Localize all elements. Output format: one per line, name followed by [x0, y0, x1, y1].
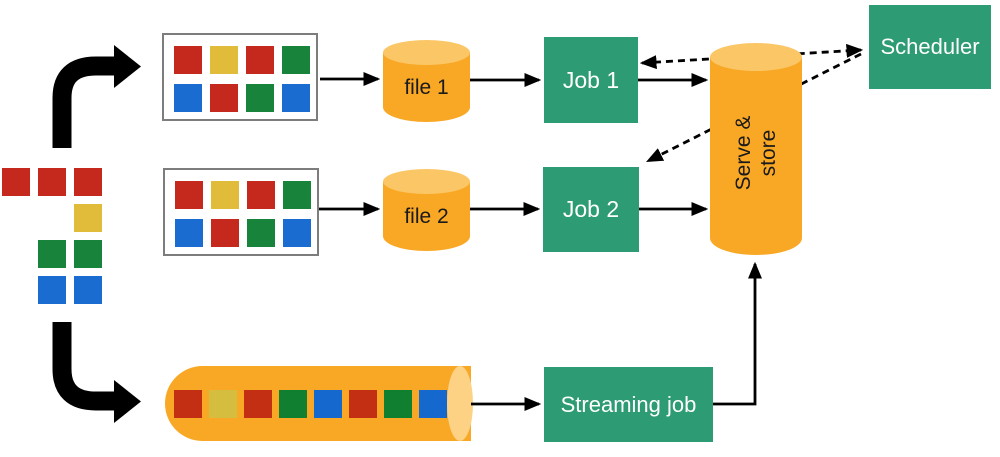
pipe-end-ellipse	[447, 366, 473, 441]
flow-arrow-bottom	[52, 322, 141, 423]
green-square	[282, 46, 310, 74]
blue-square	[74, 276, 102, 304]
job2-box: Job 2	[543, 167, 639, 252]
blue-square	[38, 276, 66, 304]
red-square	[74, 168, 102, 196]
dashed-arrow-scheduler-job2	[645, 52, 862, 163]
streaming-job-box: Streaming job	[544, 367, 713, 442]
green-square	[38, 240, 66, 268]
yellow-square	[211, 181, 239, 209]
file2-cylinder: file 2	[383, 169, 470, 251]
red-square	[349, 390, 377, 418]
blue-square	[174, 84, 202, 112]
green-square	[247, 219, 275, 247]
green-square	[384, 390, 412, 418]
green-square	[283, 181, 311, 209]
red-square	[244, 390, 272, 418]
red-square	[174, 46, 202, 74]
blue-square	[283, 219, 311, 247]
job1-box: Job 1	[544, 37, 638, 123]
source-data-cluster	[2, 168, 102, 304]
blue-square	[282, 84, 310, 112]
yellow-square	[74, 204, 102, 232]
red-square	[2, 168, 30, 196]
flow-arrow-top	[52, 45, 141, 148]
red-square	[211, 219, 239, 247]
red-square	[210, 84, 238, 112]
cylinder-top	[383, 40, 470, 65]
red-square	[174, 390, 202, 418]
green-square	[246, 84, 274, 112]
batch-box-2	[163, 168, 319, 256]
blue-square	[314, 390, 342, 418]
scheduler-label: Scheduler	[880, 34, 980, 59]
streaming-job-label: Streaming job	[560, 391, 697, 417]
green-square	[74, 240, 102, 268]
file1-cylinder: file 1	[383, 40, 470, 122]
job2-label: Job 2	[562, 196, 620, 222]
job1-label: Job 1	[562, 66, 620, 93]
green-square	[279, 390, 307, 418]
red-square	[247, 181, 275, 209]
red-square	[38, 168, 66, 196]
stream-squares	[174, 390, 447, 418]
yellow-square	[210, 46, 238, 74]
blue-square	[175, 219, 203, 247]
file2-label: file 2	[404, 205, 449, 228]
file1-label: file 1	[404, 76, 449, 99]
stream-pipe	[165, 366, 473, 441]
cylinder-body	[710, 57, 802, 255]
batch-2-squares	[175, 181, 311, 247]
arrow-streamingjob-store	[713, 261, 762, 406]
blue-square	[419, 390, 447, 418]
batch-box-1	[162, 33, 318, 121]
batch-1-squares	[174, 46, 310, 112]
yellow-square	[209, 390, 237, 418]
cylinder-top	[383, 169, 470, 194]
red-square	[246, 46, 274, 74]
scheduler-box: Scheduler	[869, 5, 991, 89]
red-square	[175, 181, 203, 209]
